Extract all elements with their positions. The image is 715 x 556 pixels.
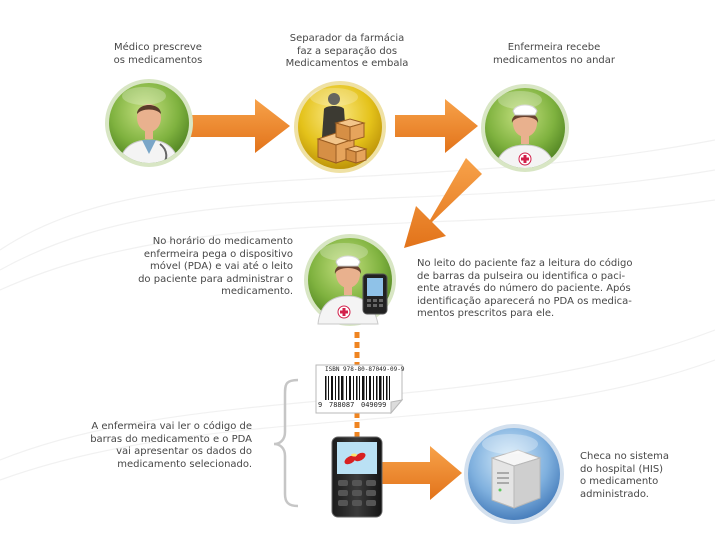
- arrow-pharmacy-to-nurse: [395, 99, 478, 153]
- caption-med-barcode: A enfermeira vai ler o código de barras …: [90, 421, 252, 470]
- arrow-pda-to-server: [382, 446, 462, 500]
- caption-nurse-receives: Enfermeira recebe medicamentos no andar: [493, 42, 615, 66]
- arrow-nurse-to-pda: [404, 158, 482, 248]
- barcode-label-icon: ISBN 978-80-87049-09-9 9 788087 049099: [315, 364, 405, 414]
- barcode-number-mid: 788087: [329, 401, 355, 409]
- barcode-number-right: 049099: [361, 401, 387, 409]
- caption-nurse-pda: No horário do medicamento enfermeira peg…: [138, 236, 293, 297]
- barcode-isbn: ISBN 978-80-87049-09-9: [325, 366, 405, 373]
- server-icon: [464, 424, 564, 524]
- caption-bed-scan: No leito do paciente faz a leitura do có…: [417, 258, 633, 319]
- doctor-icon: [105, 79, 193, 167]
- curly-brace: [273, 378, 299, 508]
- caption-his-check: Checa no sistema do hospital (HIS) o med…: [580, 451, 670, 500]
- caption-pharmacy: Separador da farmácia faz a separação do…: [285, 33, 409, 69]
- caption-doctor: Médico prescreve os medicamentos: [113, 42, 203, 66]
- nurse-pda-icon: [304, 234, 396, 326]
- arrow-doctor-to-pharmacy: [190, 99, 290, 153]
- pda-icon: [331, 436, 383, 518]
- nurse-icon: [481, 84, 569, 172]
- pharmacy-boxes-icon: [294, 81, 386, 173]
- barcode-number-left: 9: [318, 401, 323, 409]
